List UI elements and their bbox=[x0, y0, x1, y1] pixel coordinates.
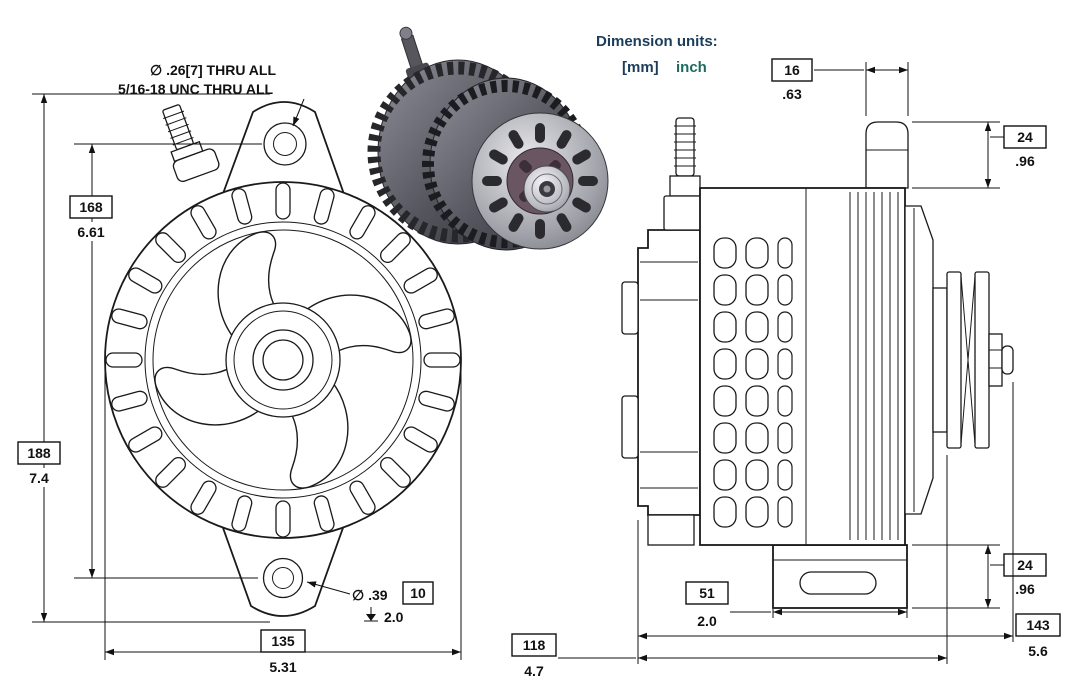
dim-188-mm: 188 bbox=[27, 445, 51, 461]
dim-24b-inch: .96 bbox=[1015, 581, 1035, 597]
callout-top-line1: ∅ .26[7] THRU ALL bbox=[150, 62, 276, 78]
dim-188-inch: 7.4 bbox=[29, 470, 49, 486]
dim-118-mm: 118 bbox=[523, 637, 546, 653]
side-rear-lower-boss bbox=[647, 514, 695, 546]
depth-symbol-icon bbox=[364, 607, 378, 622]
render-pulley bbox=[523, 165, 571, 213]
dim-label-24-top: 24 .96 bbox=[1003, 125, 1047, 169]
side-rear-bolt-upper bbox=[621, 281, 639, 335]
dim-16-inch: .63 bbox=[782, 86, 802, 102]
dim-51-inch: 2.0 bbox=[697, 613, 717, 629]
side-pulley bbox=[946, 271, 1014, 449]
dim-label-24-bottom: 24 .96 bbox=[1003, 553, 1047, 597]
leader-line bbox=[306, 581, 351, 595]
side-shaft-collar bbox=[932, 287, 948, 433]
callout-bottom-diameter: ∅ .39 bbox=[352, 587, 388, 603]
dim-label-143: 143 5.6 bbox=[1015, 613, 1061, 659]
side-front-housing bbox=[904, 205, 934, 515]
dim-24t-inch: .96 bbox=[1015, 153, 1035, 169]
side-view-dimensions: 16 .63 24 .96 24 .96 51 2.0 bbox=[511, 58, 1061, 679]
side-rear-cap bbox=[637, 229, 701, 516]
units-label: Dimension units: bbox=[596, 33, 718, 50]
dim-16-mm: 16 bbox=[784, 62, 800, 78]
callout-top-hole: ∅ .26[7] THRU ALL 5/16-18 UNC THRU ALL bbox=[118, 62, 305, 127]
side-rear-bolt-lower bbox=[621, 395, 639, 459]
dim-143-inch: 5.6 bbox=[1028, 643, 1048, 659]
dim-168-inch: 6.61 bbox=[77, 224, 104, 240]
dim-label-51: 51 2.0 bbox=[685, 581, 729, 629]
front-terminal-stud bbox=[162, 104, 220, 183]
dim-51-mm: 51 bbox=[699, 585, 715, 601]
dim-label-188: 188 7.4 bbox=[17, 441, 61, 487]
front-inner-rim bbox=[144, 221, 422, 499]
front-view bbox=[104, 101, 462, 617]
front-bottom-mounting-hole bbox=[262, 557, 304, 599]
dim-168-mm: 168 bbox=[79, 199, 103, 215]
dim-135-inch: 5.31 bbox=[269, 659, 296, 675]
dim-label-118: 118 4.7 bbox=[511, 633, 557, 679]
dim-label-168: 168 6.61 bbox=[69, 195, 113, 241]
dim-143-mm: 143 bbox=[1026, 617, 1050, 633]
dim-24t-mm: 24 bbox=[1017, 129, 1033, 145]
callout-top-line2: 5/16-18 UNC THRU ALL bbox=[118, 81, 274, 97]
front-top-mounting-hole bbox=[263, 122, 307, 166]
side-view bbox=[621, 117, 1014, 609]
callout-bottom-depth: 2.0 bbox=[384, 609, 404, 625]
units-mm: [mm] bbox=[622, 59, 659, 76]
side-bottom-foot bbox=[772, 544, 908, 609]
side-shaft-end bbox=[1001, 345, 1014, 375]
units-note: Dimension units: [mm] inch bbox=[596, 33, 718, 76]
leader-line bbox=[292, 98, 305, 127]
dim-135-mm: 135 bbox=[271, 633, 295, 649]
callout-bottom-mm: 10 bbox=[410, 585, 426, 601]
dim-24b-mm: 24 bbox=[1017, 557, 1033, 573]
alternator-3d-render bbox=[367, 26, 609, 251]
units-inch: inch bbox=[676, 59, 707, 76]
front-view-dimensions: 168 6.61 188 7.4 135 5.31 bbox=[17, 93, 462, 675]
callout-bottom-hole: ∅ .39 10 2.0 bbox=[306, 581, 434, 625]
dim-118-inch: 4.7 bbox=[524, 663, 544, 679]
dim-label-16: 16 .63 bbox=[771, 58, 813, 102]
front-fan-opening bbox=[152, 229, 414, 491]
side-top-ear bbox=[865, 121, 909, 189]
side-terminal-stud bbox=[663, 117, 707, 231]
dim-label-135: 135 5.31 bbox=[260, 629, 306, 675]
front-hub bbox=[225, 302, 341, 418]
